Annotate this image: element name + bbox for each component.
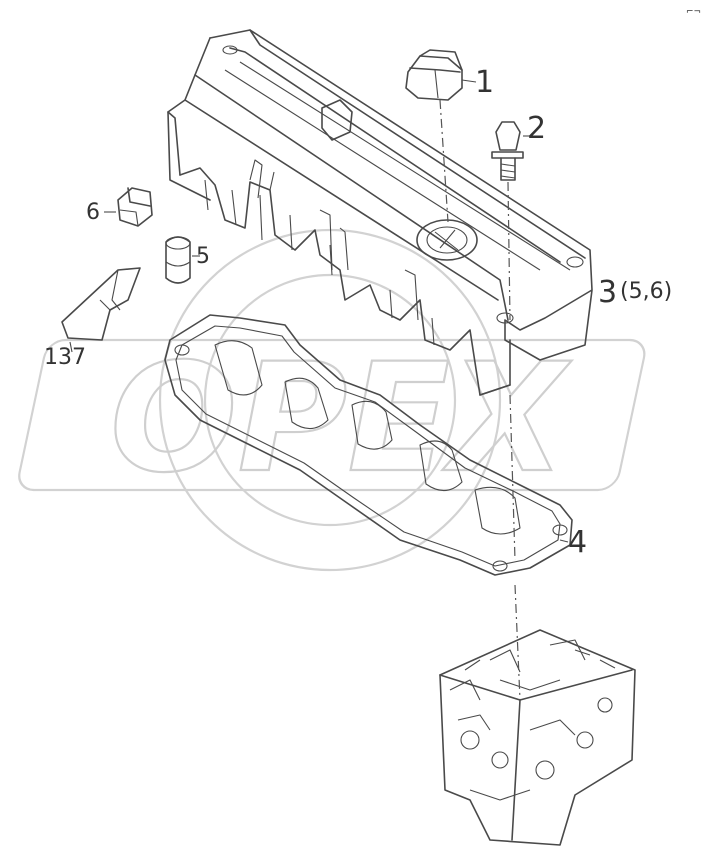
watermark-banner <box>18 338 646 492</box>
callout-3-sub: (5,6) <box>620 279 672 304</box>
oil-filler-cap <box>405 49 463 101</box>
sleeve <box>165 236 191 284</box>
clip-bracket <box>117 187 153 227</box>
callout-6: 6 <box>86 200 100 225</box>
oil-deflector <box>61 267 141 341</box>
callout-3: 3 <box>598 275 617 310</box>
watermark: OPEX <box>18 228 646 572</box>
callout-1: 1 <box>475 65 494 100</box>
callout-4: 4 <box>568 525 587 560</box>
callout-5: 5 <box>196 244 210 269</box>
leader-lines <box>69 79 569 701</box>
gasket <box>164 314 573 576</box>
watermark-gear-inner <box>203 273 457 527</box>
bolt <box>491 121 524 181</box>
cylinder-head <box>439 629 636 846</box>
callout-137: 137 <box>44 345 86 370</box>
callout-2: 2 <box>527 111 546 146</box>
watermark-text: OPEX <box>110 332 572 506</box>
corner-mark: ⌐¬ <box>686 7 701 17</box>
valve-cover <box>167 29 593 396</box>
